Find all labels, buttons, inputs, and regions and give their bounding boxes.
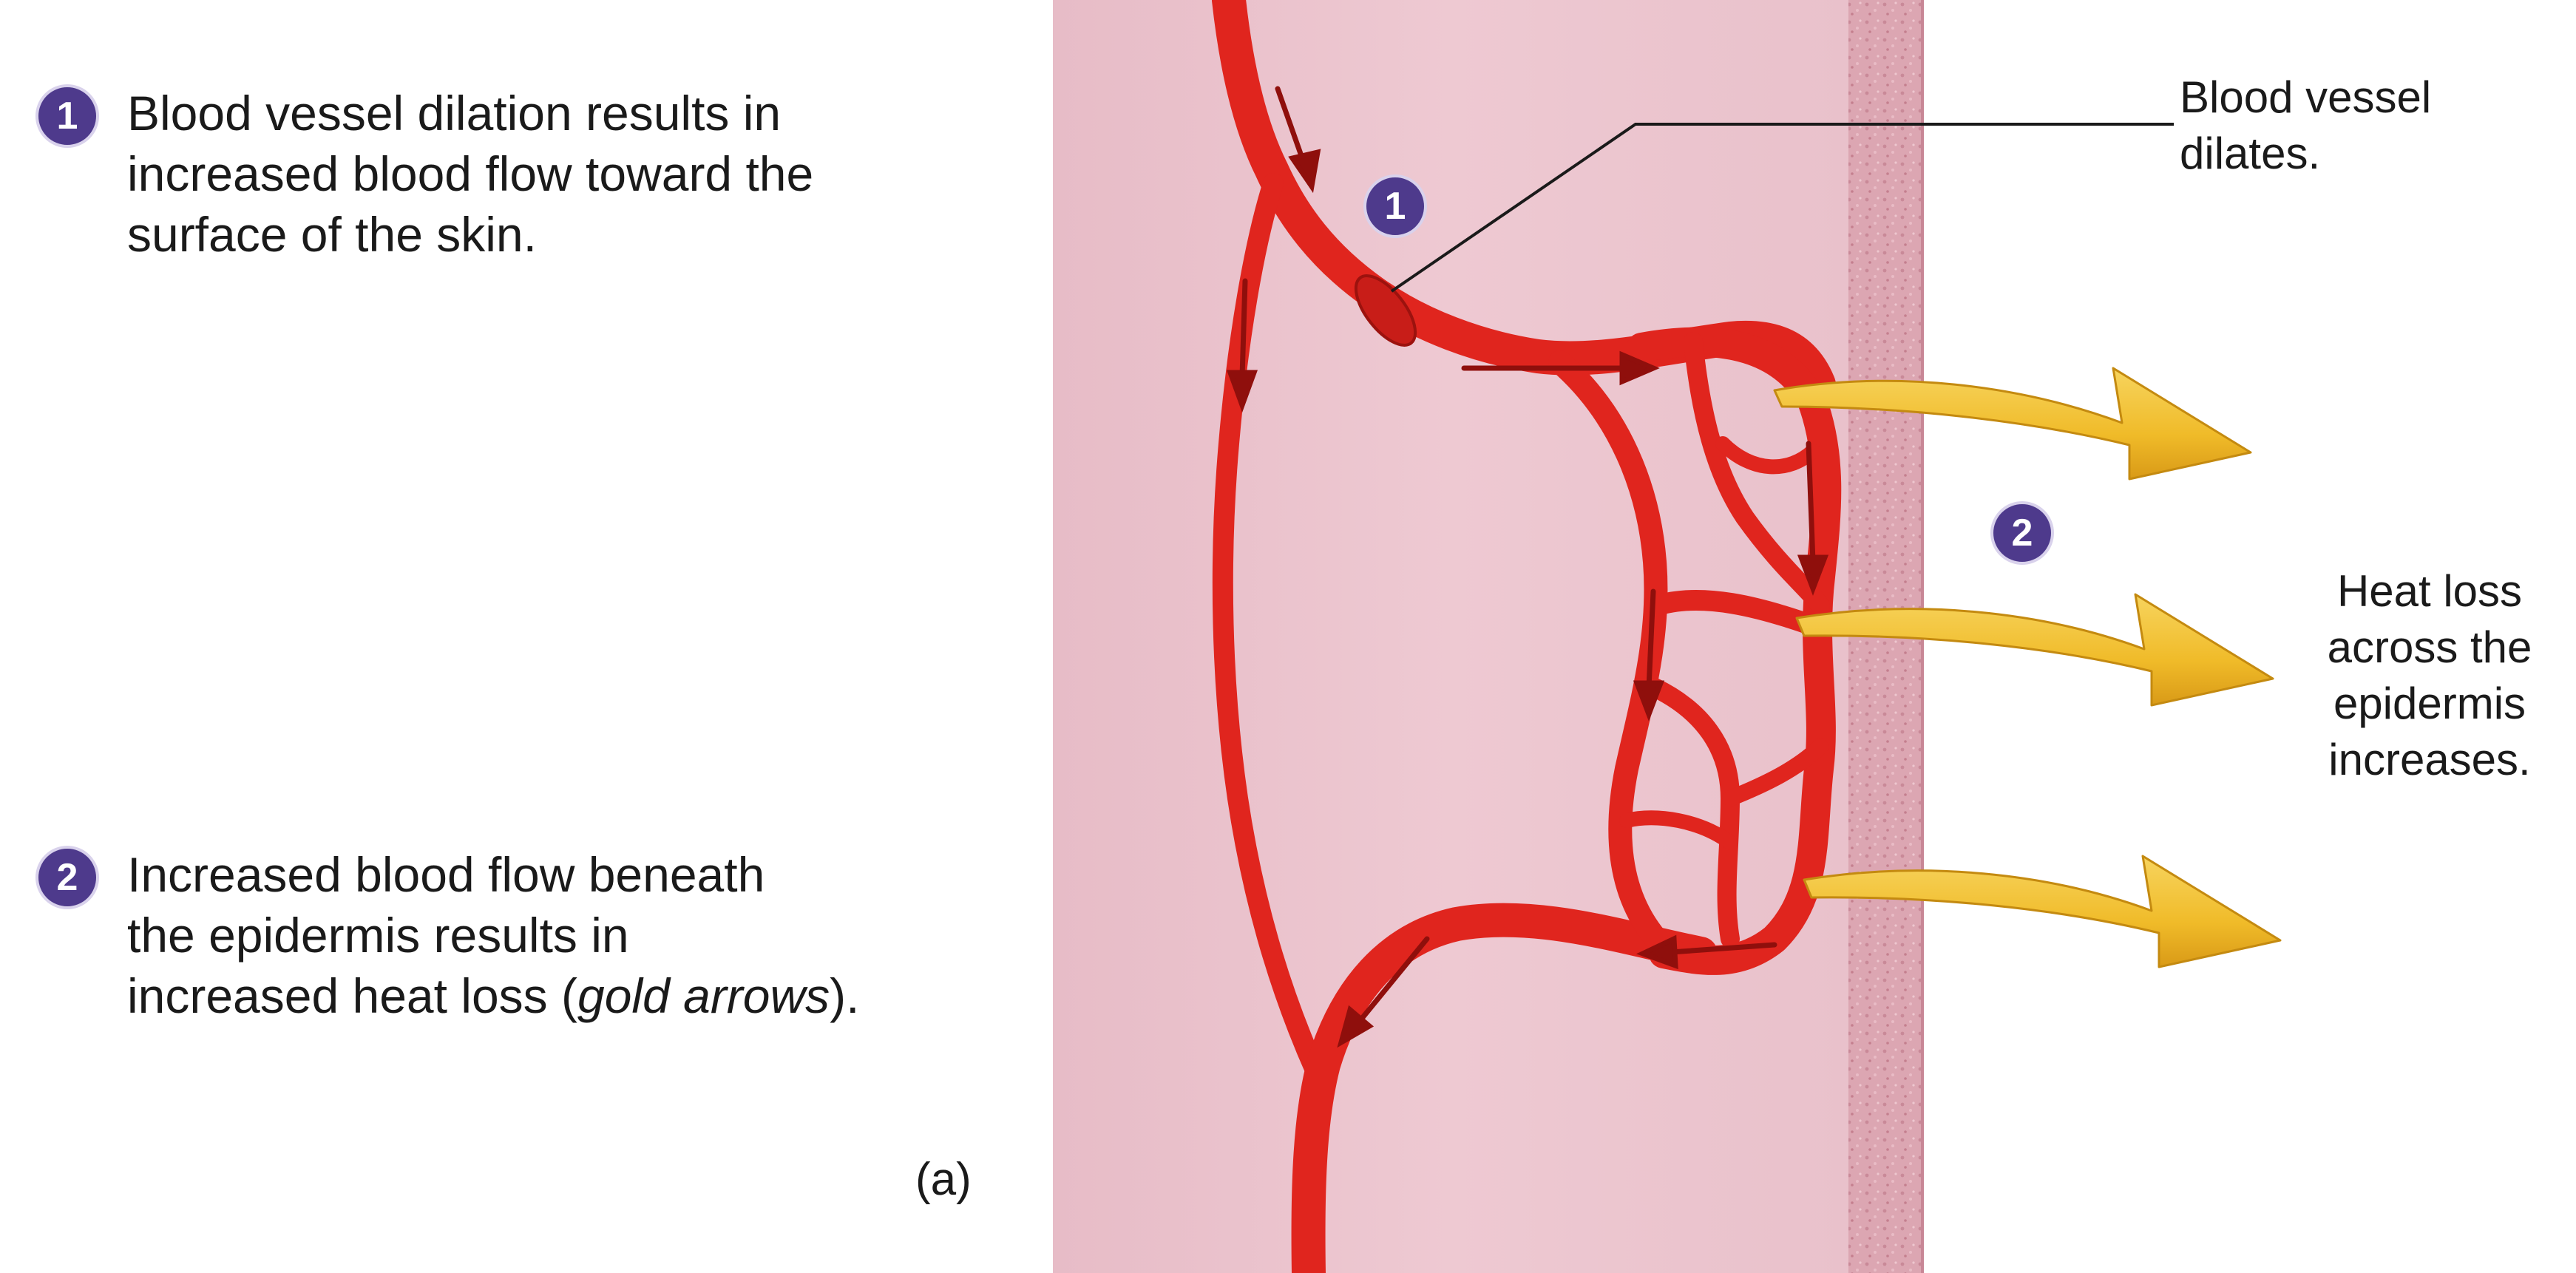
heat-loss-arrows (1773, 367, 2282, 968)
step-2-text-after: ). (830, 968, 860, 1023)
flow-arrow-6 (1668, 942, 1777, 955)
flow-arrow-6-head (1636, 934, 1678, 970)
dilates-leader-line (1390, 123, 2174, 293)
figure-step-2-badge: 2 (1990, 501, 2054, 565)
flow-arrow-3-head (1619, 350, 1660, 386)
step-1-badge: 1 (35, 84, 99, 148)
dermis-layer (1053, 0, 1848, 1273)
callout-heat-loss: Heat loss across the epidermis increases… (2327, 566, 2532, 784)
heat-arrow-3 (1803, 855, 2282, 968)
heat-arrow-2 (1795, 593, 2274, 707)
step-2-text-italic: gold arrows (577, 968, 830, 1023)
flow-arrow-4-head (1797, 554, 1829, 596)
step-2-badge: 2 (35, 846, 99, 909)
panel-label: (a) (915, 1154, 972, 1205)
vessel-plexus-inner-6 (1715, 436, 1820, 475)
vessel-trunk-bottom (1291, 903, 1718, 1273)
flow-arrow-5-head (1633, 680, 1665, 722)
heat-arrow-1 (1773, 367, 2252, 481)
flow-arrow-1 (1275, 86, 1307, 167)
step-1-description: Blood vessel dilation results in increas… (127, 86, 814, 262)
flow-arrow-7-head (1337, 1005, 1375, 1048)
flow-arrow-5 (1646, 588, 1656, 690)
figure-step-1-badge: 1 (1363, 174, 1427, 238)
vessel-plexus-inner-2 (1684, 332, 1830, 616)
step-2-text-before: Increased blood flow beneath the epiderm… (127, 847, 765, 1023)
vessel-plexus-outer (1627, 327, 1842, 975)
flow-arrow-2 (1239, 278, 1248, 380)
vessel-plexus-inner-5 (1722, 739, 1828, 807)
flow-arrow-4 (1806, 441, 1816, 565)
flow-arrow-1-head (1288, 149, 1321, 194)
vessel-plexus-inner-7 (1619, 810, 1738, 850)
blood-flow-arrows (1227, 86, 1829, 1048)
dilation-cuff (1354, 274, 1417, 347)
flow-arrow-7 (1358, 936, 1430, 1023)
flow-arrow-2-head (1227, 370, 1258, 413)
callout-vessel-dilates: Blood vessel dilates. (2180, 72, 2432, 178)
step-2-description: Increased blood flow beneath the epiderm… (127, 844, 1029, 1026)
